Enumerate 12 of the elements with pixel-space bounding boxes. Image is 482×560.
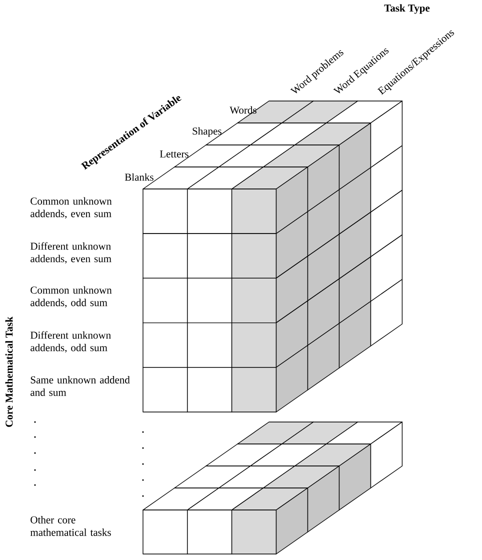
- layer-label: Blanks: [124, 173, 154, 181]
- row-label: Same unknown addend and sum: [30, 376, 130, 396]
- layer-label: Letters: [160, 150, 188, 158]
- axis-title: Task Type: [384, 4, 430, 14]
- layer-label: Shapes: [192, 127, 222, 137]
- row-label: Different unknown addends, even sum: [30, 242, 112, 264]
- axis-title: Core Mathematical Task: [5, 316, 13, 427]
- layer-label: Words: [230, 106, 256, 114]
- row-label: Common unknown addends, odd sum: [30, 286, 112, 308]
- row-label: Different unknown addends, odd sum: [30, 331, 111, 353]
- row-label: Common unknown addends, even sum: [30, 197, 112, 219]
- row-label: Other core mathematical tasks: [30, 516, 111, 536]
